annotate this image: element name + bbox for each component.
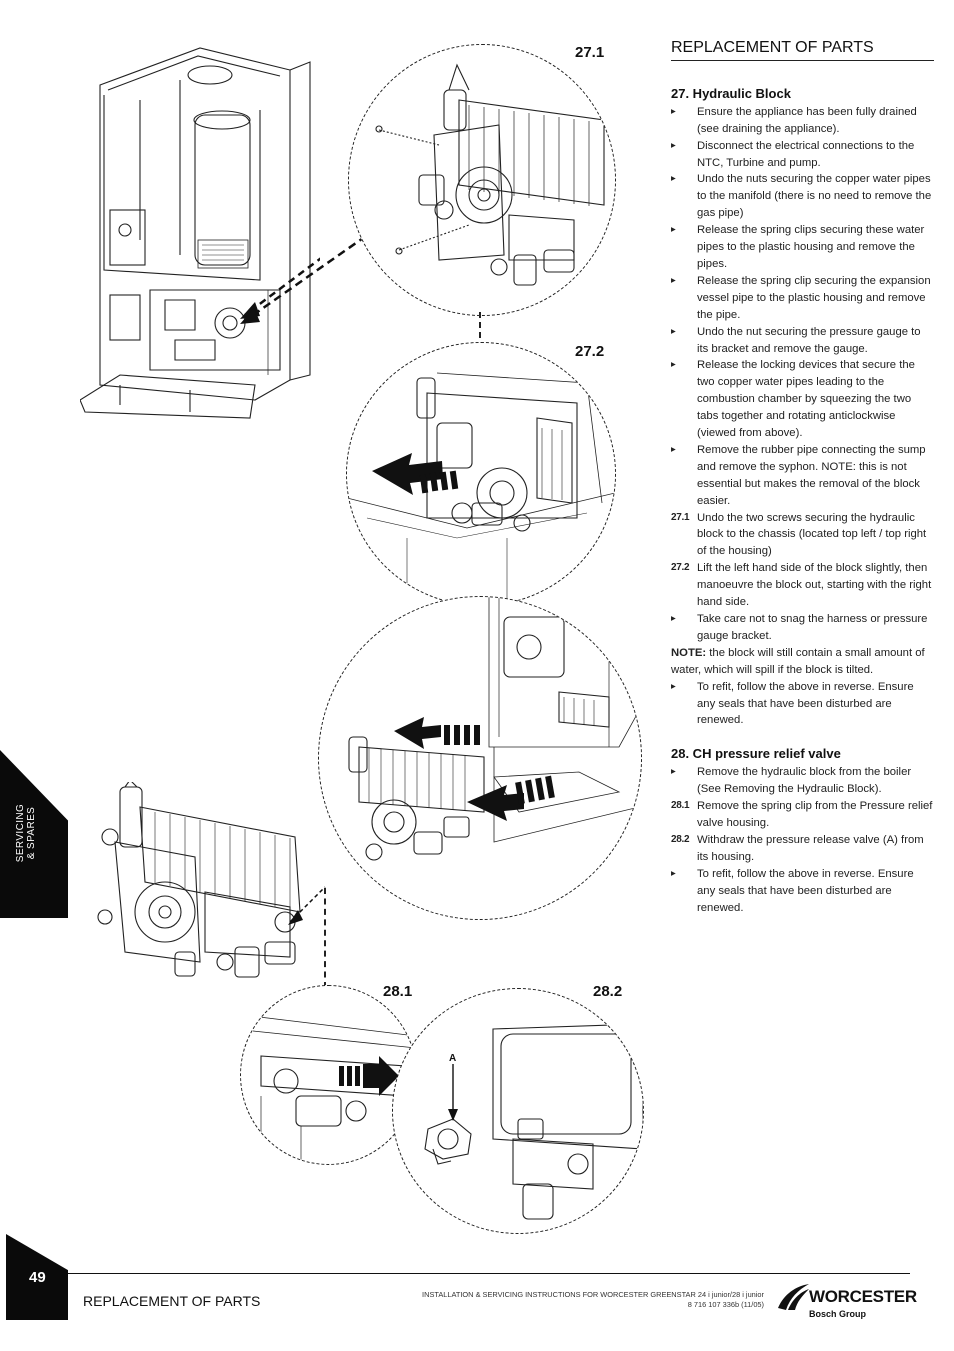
list-item: ▸ Ensure the appliance has been fully dra… (671, 104, 934, 138)
footer-divider (68, 1273, 910, 1274)
list-item: ▸ To refit, follow the above in reverse. … (671, 679, 934, 730)
callout-label-a: A (449, 1053, 457, 1064)
list-item-text: Remove the spring clip from the Pressure… (697, 800, 933, 829)
section-28-title: 28. CH pressure relief valve (671, 746, 841, 762)
list-item: ▸ Undo the nuts securing the copper water… (671, 171, 934, 222)
list-item: ▸ Remove the hydraulic block from the boi… (671, 764, 934, 798)
step-number: 28.2 (671, 833, 690, 845)
list-item: ▸ Release the spring clips securing these… (671, 222, 934, 273)
leader-line-vertical-27 (479, 312, 481, 348)
list-item: ▸ Remove the rubber pipe connecting the s… (671, 442, 934, 510)
footer-doc-title: INSTALLATION & SERVICING INSTRUCTIONS FO… (422, 1290, 764, 1299)
list-item-text: Lift the left hand side of the block sli… (697, 562, 932, 609)
leader-line-vertical-28 (324, 888, 326, 988)
instructions-column: REPLACEMENT OF PARTS 27. Hydraulic Block… (671, 39, 934, 916)
list-item-text: To refit, follow the above in reverse. E… (697, 680, 914, 727)
hydraulic-block-illustration (97, 782, 326, 978)
list-item-text: Remove the rubber pipe connecting the su… (697, 443, 926, 507)
figure-27-2-label: 27.2 (575, 343, 605, 360)
footer-section-title: REPLACEMENT OF PARTS (83, 1293, 261, 1309)
list-item-text: Release the spring clip securing the exp… (697, 274, 931, 321)
list-item-text: Disconnect the electrical connections to… (697, 139, 915, 169)
bullet-marker: ▸ (671, 359, 676, 371)
worcester-logo: WORCESTER Bosch Group (776, 1280, 917, 1325)
list-item-text: Undo the nuts securing the copper water … (697, 173, 932, 220)
list-item: 28.1 Remove the spring clip from the Pres… (671, 798, 934, 832)
footer-document-reference: INSTALLATION & SERVICING INSTRUCTIONS FO… (410, 1290, 764, 1309)
section-27-list: ▸ Ensure the appliance has been fully dra… (671, 104, 934, 645)
figure-28-2-label: 28.2 (593, 983, 623, 1000)
page-number: 49 (29, 1269, 46, 1286)
bullet-marker: ▸ (671, 680, 676, 692)
step-number: 28.1 (671, 800, 690, 812)
step-number: 27.2 (671, 562, 690, 574)
list-item-text: Remove the hydraulic block from the boil… (697, 766, 912, 796)
section-28-list: ▸ Remove the hydraulic block from the boi… (671, 764, 934, 916)
list-item-text: To refit, follow the above in reverse. E… (697, 867, 914, 914)
list-item: ▸ To refit, follow the above in reverse. … (671, 866, 934, 917)
note-text: the block will still contain a small amo… (671, 646, 925, 676)
bullet-marker: ▸ (671, 325, 676, 337)
list-item-text: Undo the nut securing the pressure gauge… (697, 325, 921, 355)
bullet-marker: ▸ (671, 443, 676, 455)
list-item-text: Take care not to snag the harness or pre… (697, 613, 928, 642)
figure-27-1-label: 27.1 (575, 44, 605, 61)
bullet-marker: ▸ (671, 105, 676, 117)
list-item-text: Release the locking devices that secure … (697, 359, 915, 440)
figure-28-1-detail (240, 985, 417, 1165)
bullet-marker: ▸ (671, 613, 676, 624)
worcester-swoosh-icon (778, 1284, 809, 1310)
list-item: ▸ Disconnect the electrical connections t… (671, 138, 934, 172)
bullet-marker: ▸ (671, 274, 676, 286)
bullet-marker: ▸ (671, 139, 676, 151)
list-item: ▸ Undo the nut securing the pressure gaug… (671, 324, 934, 358)
figure-28-1-label: 28.1 (383, 983, 413, 1000)
bullet-marker: ▸ (671, 766, 676, 778)
figure-removal-detail (318, 596, 642, 920)
list-item: ▸ Release the locking devices that secure… (671, 357, 934, 442)
list-item-text: Withdraw the pressure release valve (A) … (697, 833, 924, 863)
brand-subtitle: Bosch Group (809, 1309, 867, 1319)
list-item-text: Ensure the appliance has been fully drai… (697, 105, 917, 135)
list-item: 27.1 Undo the two screws securing the hyd… (671, 510, 934, 561)
list-item-text: Release the spring clips securing these … (697, 224, 925, 270)
bullet-marker: ▸ (671, 224, 676, 236)
section-27-note: NOTE: the block will still contain a sma… (671, 645, 934, 679)
side-tab-line-2: & SPARES (26, 806, 37, 860)
side-tab-line-1: SERVICING (15, 803, 26, 863)
section-27-title: 27. Hydraulic Block (671, 85, 791, 101)
figure-27-2-detail (346, 342, 616, 606)
bullet-marker: ▸ (671, 173, 676, 185)
figure-28-2-detail (392, 988, 644, 1234)
boiler-cutaway-illustration (80, 47, 320, 419)
side-tab-label: SERVICING & SPARES (15, 794, 37, 872)
list-item: ▸ Take care not to snag the harness or pr… (671, 611, 934, 645)
footer-doc-code: 8 716 107 336b (11/05) (687, 1299, 764, 1309)
list-item: 27.2 Lift the left hand side of the block… (671, 560, 934, 611)
page-header-title: REPLACEMENT OF PARTS (671, 39, 934, 61)
note-label: NOTE: (671, 646, 707, 659)
list-item: 28.2 Withdraw the pressure release valve … (671, 832, 934, 866)
brand-name: WORCESTER (809, 1287, 917, 1306)
list-item: ▸ Release the spring clip securing the ex… (671, 273, 934, 324)
bullet-marker: ▸ (671, 867, 676, 879)
step-number: 27.1 (671, 511, 690, 523)
leader-line-27-1 (240, 234, 367, 324)
figure-27-1-detail (348, 44, 616, 316)
list-item-text: Undo the two screws securing the hydraul… (697, 511, 927, 558)
